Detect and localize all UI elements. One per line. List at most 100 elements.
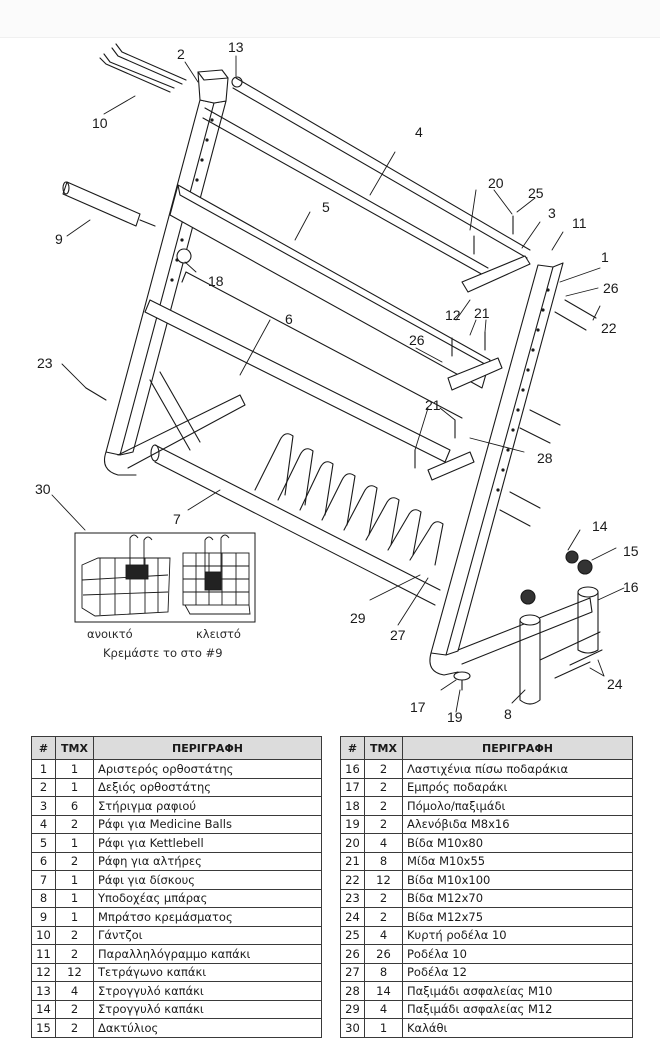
cell-desc: Μπράτσο κρεμάσματος bbox=[93, 907, 322, 927]
left-upright-part bbox=[103, 69, 229, 476]
cell-qty: 1 bbox=[55, 870, 94, 890]
cell-qty: 1 bbox=[55, 907, 94, 927]
cell-qty: 4 bbox=[364, 833, 403, 853]
cell-desc: Παξιμάδι ασφαλείας Μ10 bbox=[402, 981, 633, 1001]
callout-15: 15 bbox=[623, 543, 639, 559]
cell-desc: Ροδέλα 10 bbox=[402, 944, 633, 964]
cell-num: 17 bbox=[340, 777, 365, 797]
col-header-desc: ΠΕΡΙΓΡΑΦΗ bbox=[402, 736, 633, 760]
cell-desc: Ροδέλα 12 bbox=[402, 962, 633, 982]
cell-num: 24 bbox=[340, 907, 365, 927]
cell-desc: Αριστερός ορθοστάτης bbox=[93, 759, 322, 779]
cell-num: 19 bbox=[340, 814, 365, 834]
basket-closed-label: κλειστό bbox=[196, 627, 241, 641]
cell-num: 20 bbox=[340, 833, 365, 853]
callout-22: 22 bbox=[601, 320, 617, 336]
cell-qty: 2 bbox=[364, 888, 403, 908]
cell-desc: Βίδα Μ10x80 bbox=[402, 833, 633, 853]
cell-num: 26 bbox=[340, 944, 365, 964]
right-upright-part bbox=[429, 262, 564, 676]
cell-num: 4 bbox=[31, 814, 56, 834]
callout-8: 8 bbox=[504, 706, 512, 722]
cell-qty: 2 bbox=[55, 851, 94, 871]
callout-27: 27 bbox=[390, 627, 406, 643]
cell-num: 23 bbox=[340, 888, 365, 908]
table-header-row: # ΤΜΧ ΠΕΡΙΓΡΑΦΗ bbox=[340, 736, 633, 760]
cell-desc: Στρογγυλό καπάκι bbox=[93, 981, 322, 1001]
cell-num: 8 bbox=[31, 888, 56, 908]
table-header-row: # ΤΜΧ ΠΕΡΙΓΡΑΦΗ bbox=[31, 736, 322, 760]
cell-desc: Καλάθι bbox=[402, 1018, 633, 1038]
col-header-num: # bbox=[31, 736, 56, 760]
callout-26-right: 26 bbox=[603, 280, 619, 296]
callout-3: 3 bbox=[548, 205, 556, 221]
callout-5: 5 bbox=[322, 199, 330, 215]
basket-open-label: ανοικτό bbox=[87, 627, 133, 641]
callout-labels: 2 13 10 4 5 9 20 25 3 11 1 26 22 12 21 2… bbox=[35, 39, 639, 725]
cell-qty: 2 bbox=[364, 814, 403, 834]
basket-closed-icon bbox=[182, 534, 251, 615]
cell-desc: Πόμολο/παξιμάδι bbox=[402, 796, 633, 816]
loose-bolts bbox=[85, 215, 597, 527]
cell-num: 2 bbox=[31, 777, 56, 797]
col-header-qty: ΤΜΧ bbox=[55, 736, 94, 760]
callout-25: 25 bbox=[528, 185, 544, 201]
cell-desc: Παραλληλόγραμμο καπάκι bbox=[93, 944, 322, 964]
cell-num: 21 bbox=[340, 851, 365, 871]
basket-open-icon bbox=[81, 534, 171, 617]
cell-num: 6 bbox=[31, 851, 56, 871]
col-header-qty: ΤΜΧ bbox=[364, 736, 403, 760]
cell-qty: 26 bbox=[364, 944, 403, 964]
shelf-brackets bbox=[427, 255, 531, 481]
cell-qty: 12 bbox=[364, 870, 403, 890]
cell-desc: Κυρτή ροδέλα 10 bbox=[402, 925, 633, 945]
cell-qty: 4 bbox=[55, 981, 94, 1001]
cell-num: 29 bbox=[340, 999, 365, 1019]
cell-qty: 4 bbox=[364, 925, 403, 945]
cell-num: 12 bbox=[31, 962, 56, 982]
cell-num: 14 bbox=[31, 999, 56, 1019]
cell-qty: 2 bbox=[55, 814, 94, 834]
callout-14: 14 bbox=[592, 518, 608, 534]
kettlebell-shelf bbox=[169, 184, 493, 389]
cell-num: 10 bbox=[31, 925, 56, 945]
cell-desc: Βίδα Μ10x100 bbox=[402, 870, 633, 890]
callout-13: 13 bbox=[228, 39, 244, 55]
cell-qty: 2 bbox=[55, 1018, 94, 1038]
cell-qty: 1 bbox=[55, 888, 94, 908]
cell-num: 28 bbox=[340, 981, 365, 1001]
cell-num: 1 bbox=[31, 759, 56, 779]
callout-21-top: 21 bbox=[474, 305, 490, 321]
cell-desc: Γάντζοι bbox=[93, 925, 322, 945]
callout-12: 12 bbox=[445, 307, 461, 323]
cell-desc: Μίδα Μ10x55 bbox=[402, 851, 633, 871]
callout-24: 24 bbox=[607, 676, 623, 692]
callout-23: 23 bbox=[37, 355, 53, 371]
cell-num: 3 bbox=[31, 796, 56, 816]
cell-num: 5 bbox=[31, 833, 56, 853]
cell-desc: Δεξιός ορθοστάτης bbox=[93, 777, 322, 797]
cell-qty: 2 bbox=[364, 777, 403, 797]
exploded-assembly-diagram: 2 13 10 4 5 9 20 25 3 11 1 26 22 12 21 2… bbox=[35, 39, 639, 725]
plate-hoops bbox=[254, 433, 444, 566]
cell-num: 16 bbox=[340, 759, 365, 779]
callout-26-mid: 26 bbox=[409, 332, 425, 348]
cell-qty: 1 bbox=[55, 833, 94, 853]
cell-num: 25 bbox=[340, 925, 365, 945]
